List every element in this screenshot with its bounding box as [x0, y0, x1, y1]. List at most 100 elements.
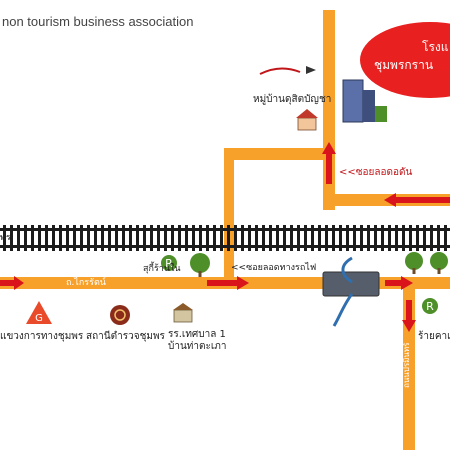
rail-tie	[381, 225, 384, 251]
rail-tie	[101, 225, 104, 251]
police-station-label: สถานีตำรวจชุมพร	[86, 331, 165, 342]
restaurant-right-label: ร้ายคาเฟ่	[418, 331, 450, 342]
arrow-up-north	[322, 142, 336, 184]
rail-tie	[248, 225, 251, 251]
bridge-icon	[322, 271, 380, 297]
rail-tie	[213, 225, 216, 251]
rail-tie	[45, 225, 48, 251]
rail-tie	[353, 225, 356, 251]
svg-text:G: G	[35, 313, 43, 324]
rail-tie	[143, 225, 146, 251]
svg-text:R: R	[165, 257, 173, 270]
direction-arrows	[0, 142, 450, 332]
rail-tie	[325, 225, 328, 251]
rail-tie	[423, 225, 426, 251]
rail-tie	[136, 225, 139, 251]
railway	[0, 225, 450, 251]
rail-tie	[388, 225, 391, 251]
restaurant-left-label: สุกี้ร้านใน	[143, 264, 181, 274]
rail-tie	[52, 225, 55, 251]
police-badge-icon	[110, 305, 130, 325]
trees	[190, 252, 448, 277]
rail-tie	[430, 225, 433, 251]
village-label: หมู่บ้านดุสิตบัญชา	[253, 94, 332, 105]
airline-logo-icon	[258, 64, 316, 76]
rail-tie	[332, 225, 335, 251]
soi-lod-rail-label: <<ซอยลอดทางรถไฟ	[231, 263, 317, 273]
rail-tie	[241, 225, 244, 251]
svg-text:R: R	[426, 300, 434, 313]
rail-tie	[59, 225, 62, 251]
rail-tie	[339, 225, 342, 251]
arrow-right-2	[207, 276, 249, 290]
rail-tie	[220, 225, 223, 251]
school-building-icon	[173, 303, 193, 323]
main-road-label: ถ.ไกรรัตน์	[66, 278, 106, 288]
rail-tie	[108, 225, 111, 251]
rail-tie	[269, 225, 272, 251]
rail-tie	[24, 225, 27, 251]
rail-tie	[199, 225, 202, 251]
rail-tie	[150, 225, 153, 251]
rail-tie	[311, 225, 314, 251]
rail-tie	[367, 225, 370, 251]
restaurant-r-icon: R	[161, 255, 177, 271]
rail-stub-label: พร	[0, 233, 11, 243]
rail-tie	[115, 225, 118, 251]
rail-tie	[360, 225, 363, 251]
hotel-bubble	[360, 22, 450, 98]
arrow-left-soi	[384, 193, 450, 207]
rail-tie	[276, 225, 279, 251]
rail-tie	[234, 225, 237, 251]
rail-tie	[31, 225, 34, 251]
rail-tie	[73, 225, 76, 251]
rail-tie	[318, 225, 321, 251]
rail-tie	[395, 225, 398, 251]
rail-tie	[10, 225, 13, 251]
rail-tie	[437, 225, 440, 251]
rail-tie	[402, 225, 405, 251]
rail-tie	[416, 225, 419, 251]
rail-tie	[444, 225, 447, 251]
village-house-icon	[296, 109, 318, 131]
rail-tie	[38, 225, 41, 251]
hotel-building-icon	[342, 79, 387, 123]
header-text: non tourism business association	[2, 14, 194, 29]
rail-tie	[374, 225, 377, 251]
soi-lod-kot-label: <<ซอยลอดอดัน	[339, 167, 413, 178]
rail-tie	[157, 225, 160, 251]
tree-icon	[430, 252, 448, 274]
rail-tie	[66, 225, 69, 251]
restaurant-r-icon: R	[422, 298, 438, 314]
school-label-line1: รร.เทศบาล 1	[168, 329, 226, 340]
school-label-line2: บ้านท่าตะเภา	[168, 341, 227, 352]
soi-road-lower-left	[224, 148, 234, 278]
rail-tie	[185, 225, 188, 251]
rail-tie	[262, 225, 265, 251]
rail-tie	[80, 225, 83, 251]
rail-tie	[206, 225, 209, 251]
highway-g-icon: G	[26, 301, 52, 324]
rail-tie	[94, 225, 97, 251]
rail-tie	[283, 225, 286, 251]
highway-office-label: แขวงการทางชุมพร	[0, 331, 84, 342]
rail-tie	[304, 225, 307, 251]
rail-tie	[17, 225, 20, 251]
rail-tie	[164, 225, 167, 251]
rail-tie	[192, 225, 195, 251]
rail-tie	[227, 225, 230, 251]
rail-tie	[122, 225, 125, 251]
tree-icon	[405, 252, 423, 274]
rail-tie	[129, 225, 132, 251]
river-icon	[332, 256, 354, 327]
hotel-bubble-line1: โรงแ	[422, 40, 449, 54]
rail-tie	[178, 225, 181, 251]
arrow-right-3	[385, 276, 413, 290]
rail-tie	[290, 225, 293, 251]
arrow-right-1	[0, 276, 24, 290]
rail-tie	[255, 225, 258, 251]
rail-tie	[87, 225, 90, 251]
rail-tie	[346, 225, 349, 251]
soi-road	[224, 148, 335, 160]
